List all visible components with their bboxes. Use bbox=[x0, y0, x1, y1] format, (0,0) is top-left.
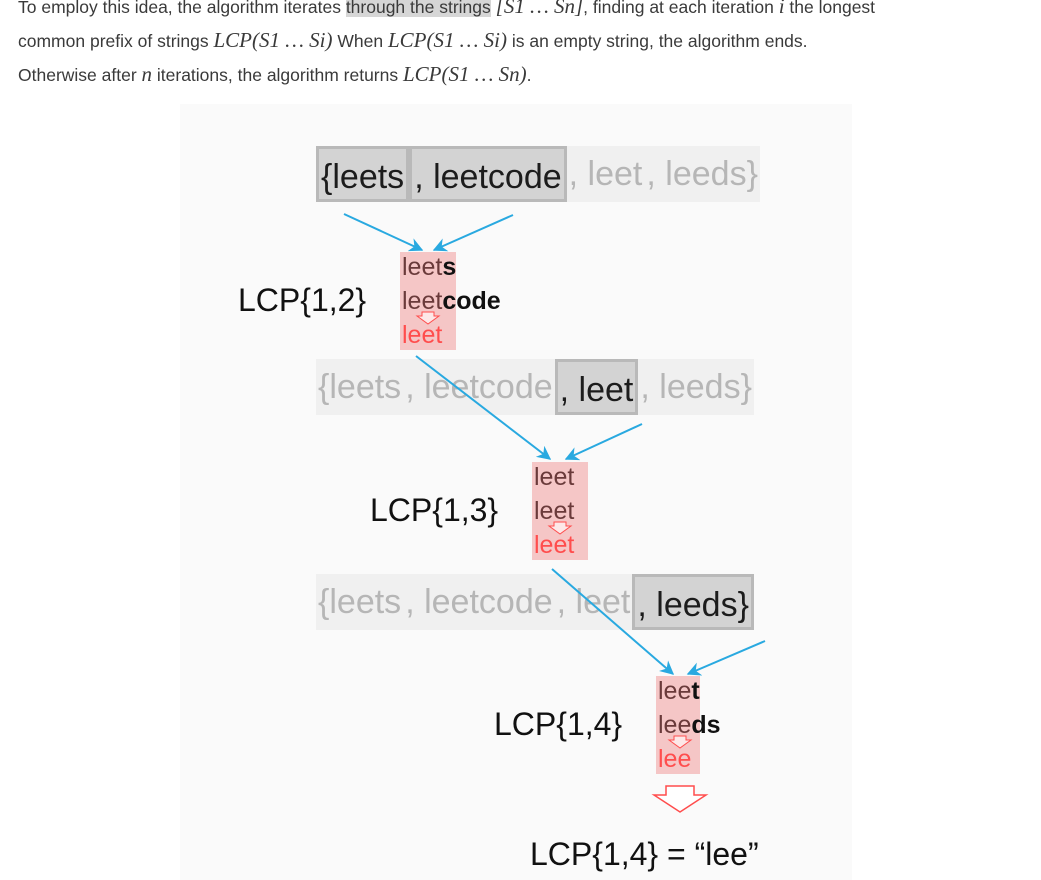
math-expression: LCP(S1 … Si) bbox=[387, 28, 507, 52]
lcp-step-1-words: leets leetcode leet bbox=[402, 254, 501, 348]
word-2: leeds bbox=[658, 711, 721, 739]
math-expression: n bbox=[141, 62, 153, 86]
word-1: leets bbox=[402, 253, 457, 281]
lcp-figure: {leets , leetcode , leet , leeds} LCP{1,… bbox=[180, 104, 852, 880]
paragraph-text: the longest bbox=[784, 0, 876, 17]
paragraph-text: Otherwise after bbox=[18, 65, 142, 85]
down-arrow-icon bbox=[667, 735, 693, 749]
down-arrow-icon bbox=[547, 521, 573, 535]
set-segment-leets: {leets bbox=[316, 574, 404, 630]
arrow-icon bbox=[686, 640, 766, 676]
set-segment-leeds: , leeds} bbox=[644, 146, 760, 202]
arrow-icon bbox=[564, 423, 643, 461]
paragraph-text: To employ this idea, the algorithm itera… bbox=[18, 0, 346, 17]
prefix-highlight bbox=[400, 252, 456, 350]
prefix-highlight bbox=[532, 462, 588, 560]
paragraph-text: When bbox=[332, 31, 388, 51]
selected-text-highlight: through the strings bbox=[345, 0, 491, 17]
paragraph-text: . bbox=[526, 65, 532, 85]
paragraph-text: is an empty string, the algorithm ends. bbox=[506, 31, 808, 51]
paragraph-text: common prefix of strings bbox=[18, 31, 214, 51]
math-expression: LCP(S1 … Sn) bbox=[402, 62, 527, 86]
arrow-icon bbox=[415, 355, 552, 460]
string-set-row-1: {leets , leetcode , leet , leeds} bbox=[316, 146, 760, 202]
lcp-step-3-label: LCP{1,4} bbox=[494, 706, 623, 742]
word-2: leet bbox=[534, 497, 575, 525]
paragraph-text: iterations, the algorithm returns bbox=[152, 65, 403, 85]
arrow-icon bbox=[343, 213, 424, 252]
math-expression: LCP(S1 … Si) bbox=[213, 28, 333, 52]
lcp-step-3-words: leet leeds lee bbox=[658, 678, 721, 772]
set-segment-leetcode: , leetcode bbox=[403, 574, 555, 630]
set-segment-leet: , leet bbox=[566, 146, 645, 202]
lcp-step-2-words: leet leet leet bbox=[534, 464, 574, 558]
set-segment-leets: {leets bbox=[316, 359, 404, 415]
lcp-step-2-label: LCP{1,3} bbox=[370, 492, 499, 528]
set-segment-leets: {leets bbox=[316, 146, 410, 202]
arrow-icon bbox=[551, 568, 675, 675]
paragraph-line-2: common prefix of strings LCP(S1 … Si) Wh… bbox=[18, 24, 1028, 57]
set-segment-leeds: , leeds} bbox=[638, 359, 754, 415]
result-arrow-icon bbox=[651, 785, 709, 813]
word-1: leet bbox=[658, 677, 700, 705]
paragraph-line-1: To employ this idea, the algorithm itera… bbox=[18, 0, 1028, 23]
string-set-row-2: {leets , leetcode , leet , leeds} bbox=[316, 359, 754, 415]
set-segment-leeds: , leeds} bbox=[632, 574, 754, 630]
paragraph-text: , finding at each iteration bbox=[583, 0, 779, 17]
word-1: leet bbox=[534, 463, 575, 491]
paragraph-line-3: Otherwise after n iterations, the algori… bbox=[18, 58, 1028, 91]
set-segment-leetcode: , leetcode bbox=[403, 359, 555, 415]
set-segment-leet: , leet bbox=[554, 359, 639, 415]
set-segment-leetcode: , leetcode bbox=[409, 146, 567, 202]
lcp-result: leet bbox=[402, 321, 443, 349]
math-expression: i bbox=[778, 0, 785, 18]
lcp-step-1-label: LCP{1,2} bbox=[238, 282, 367, 318]
arrows-layer bbox=[343, 213, 766, 813]
arrow-icon bbox=[432, 214, 514, 252]
math-expression: [S1 … Sn] bbox=[495, 0, 584, 18]
final-result: LCP{1,4} = “lee” bbox=[530, 836, 759, 872]
down-arrow-icon bbox=[415, 311, 441, 325]
word-2: leetcode bbox=[402, 287, 501, 315]
lcp-result: leet bbox=[534, 531, 575, 559]
lcp-result: lee bbox=[658, 745, 692, 773]
prefix-highlight bbox=[656, 676, 700, 774]
